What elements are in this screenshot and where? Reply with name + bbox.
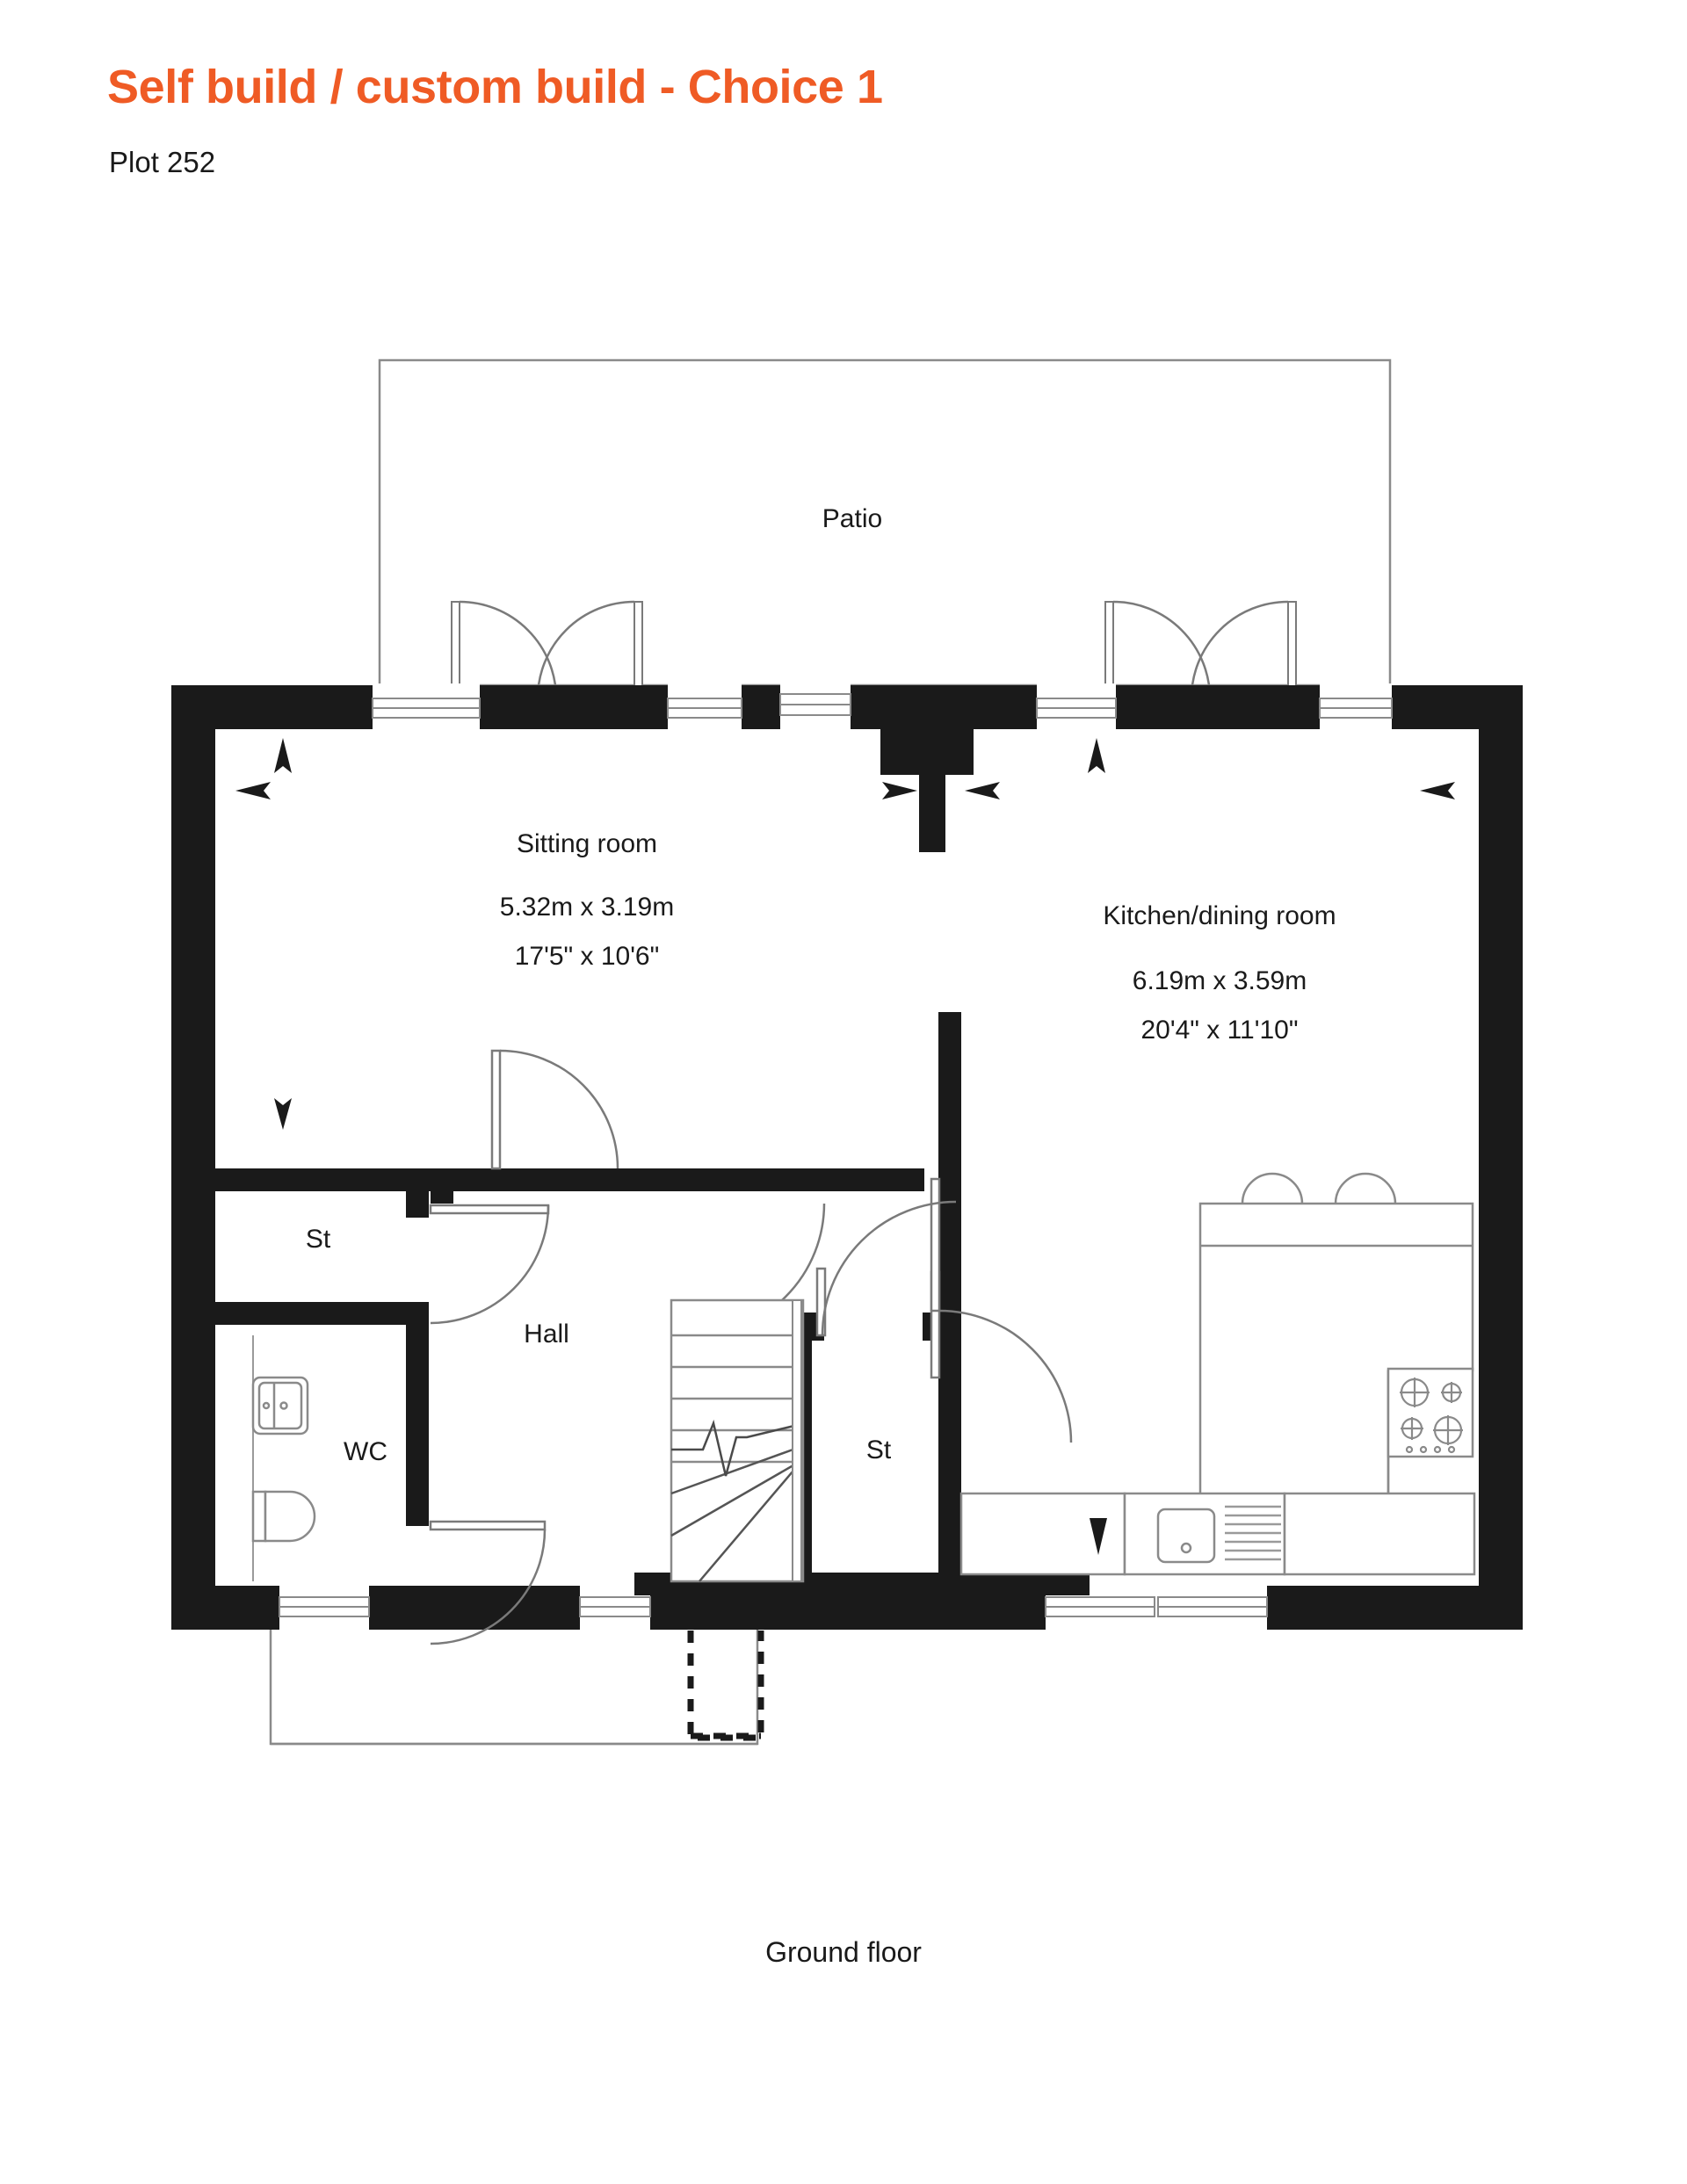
room-dim-imperial-kitchen-dining: 20'4" x 11'10" xyxy=(1141,1016,1299,1045)
stair-break-symbol xyxy=(671,1419,799,1477)
door-store-upper xyxy=(429,1204,550,1325)
wall-stub-head xyxy=(880,729,974,775)
wall-stairstore-jamb-l xyxy=(789,1313,824,1341)
bar-stool-right xyxy=(1334,1172,1397,1204)
dim-arrow-centre-right xyxy=(882,782,917,799)
room-label-store-stairs: St xyxy=(866,1436,892,1464)
bottom-wall-openings xyxy=(279,1584,1268,1631)
room-labels: Sitting room 5.32m x 3.19m 17'5" x 10'6"… xyxy=(306,829,1336,1466)
sink-with-drainer xyxy=(1156,1505,1281,1564)
dim-arrow-left xyxy=(235,782,271,799)
dim-arrow-up-left xyxy=(274,738,292,773)
dim-arrow-down-store xyxy=(274,1098,292,1130)
wall-front-right xyxy=(961,1573,1090,1595)
wall-stub-leg xyxy=(919,729,945,852)
wall-store-bottom xyxy=(215,1302,429,1325)
hob xyxy=(1387,1367,1474,1458)
door-wc xyxy=(429,1520,547,1645)
porch-canopy-outline xyxy=(269,1630,759,1746)
wc-basin xyxy=(251,1376,309,1436)
patio-door-swings xyxy=(451,600,1297,699)
dim-arrow-centre-left xyxy=(965,782,1000,799)
dim-arrow-right xyxy=(1420,782,1455,799)
floor-caption: Ground floor xyxy=(765,1936,922,1968)
patio-area: Patio xyxy=(378,358,1392,687)
room-dim-imperial-sitting-room: 17'5" x 10'6" xyxy=(515,942,660,971)
staircase xyxy=(670,1298,805,1583)
door-swing-stairs-store xyxy=(821,1200,957,1336)
wall-store-top-right xyxy=(446,1168,605,1191)
kitchen-island xyxy=(1198,1202,1474,1504)
room-label-wc: WC xyxy=(344,1437,387,1466)
room-label-sitting-room: Sitting room xyxy=(517,829,657,858)
stair-treads xyxy=(671,1334,798,1464)
wall-kitchen-hall-upper xyxy=(938,1012,961,1311)
page-title: Self build / custom build - Choice 1 xyxy=(107,61,883,113)
stair-stringer xyxy=(792,1299,802,1582)
entrance-step-dashed xyxy=(687,1631,764,1741)
room-label-hall: Hall xyxy=(524,1320,569,1349)
wall-kitchen-hall-lower xyxy=(938,1168,961,1458)
wall-stairstore-jamb-r xyxy=(923,1313,961,1341)
worktop-run xyxy=(959,1492,1476,1576)
wall-stairstore-right xyxy=(938,1335,961,1590)
door-sitting-hall xyxy=(490,1049,619,1170)
top-wall-openings xyxy=(372,683,1393,731)
kitchen-direction-arrow xyxy=(1090,1518,1107,1555)
wall-stairstore-left xyxy=(789,1335,812,1590)
wall-front-left xyxy=(634,1573,942,1595)
plot-subtitle: Plot 252 xyxy=(109,146,216,178)
door-hall-kitchen xyxy=(930,1177,1073,1443)
wall-store-door-jamb xyxy=(406,1191,429,1218)
internal-walls xyxy=(215,729,1090,1595)
wall-sitting-hall xyxy=(597,1168,924,1191)
exterior-wall-shell xyxy=(171,685,1523,1630)
dimension-arrows xyxy=(235,738,1455,1130)
kitchen-fixtures xyxy=(959,1172,1476,1576)
wc-toilet xyxy=(251,1490,316,1543)
wall-store-jamb xyxy=(431,1168,453,1204)
stair-outline xyxy=(670,1298,805,1583)
wc-fixtures xyxy=(251,1335,316,1581)
room-dim-metric-kitchen-dining: 6.19m x 3.59m xyxy=(1133,966,1307,995)
wall-store-top-left xyxy=(215,1168,435,1191)
dim-arrow-up-right xyxy=(1088,738,1105,773)
patio-label: Patio xyxy=(822,504,882,533)
bar-stool-left xyxy=(1241,1172,1304,1204)
door-store-stairs xyxy=(691,1203,827,1337)
internal-doors xyxy=(429,1049,1073,1645)
stair-winders xyxy=(670,1446,799,1582)
room-label-store-upper: St xyxy=(306,1225,331,1254)
room-label-kitchen-dining: Kitchen/dining room xyxy=(1103,901,1336,930)
patio-outline xyxy=(378,358,1392,687)
room-dim-metric-sitting-room: 5.32m x 3.19m xyxy=(500,893,674,922)
outer-walls xyxy=(171,685,1523,1630)
wall-wc-hall-vertical xyxy=(406,1302,429,1526)
